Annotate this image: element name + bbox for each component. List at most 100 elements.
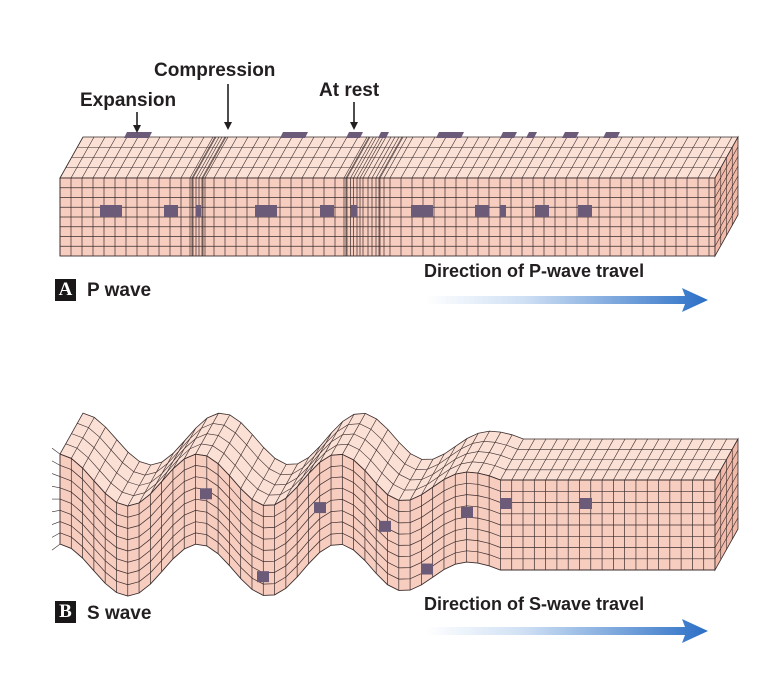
- s-top-grid-line: [82, 426, 106, 469]
- p-top-grid-line: [334, 136, 359, 179]
- s-top-grid-line: [183, 417, 208, 460]
- p-top-grid-line: [362, 136, 387, 179]
- s-top-grid-line: [613, 438, 637, 481]
- p-top-grid-line: [343, 136, 368, 179]
- s-marker-cell: [379, 520, 391, 532]
- s-top-grid-line: [104, 452, 129, 494]
- p-top-grid-line: [290, 136, 315, 179]
- p-top-marker-cell: [436, 132, 464, 138]
- p-top-grid-line: [675, 136, 700, 179]
- s-top-grid-line: [229, 434, 253, 476]
- s-top-grid-line: [488, 434, 513, 476]
- p-top-grid-line: [224, 136, 249, 179]
- s-marker-cell: [421, 563, 433, 575]
- s-top-grid-line: [567, 438, 592, 481]
- p-top-grid-line: [356, 136, 381, 179]
- s-marker-cell: [580, 498, 592, 509]
- s-top-grid-line: [342, 413, 366, 455]
- p-top-grid-line: [653, 136, 678, 179]
- s-edge-strand: [51, 447, 61, 455]
- s-top-grid-line: [319, 421, 344, 463]
- s-top-grid-line: [263, 464, 287, 506]
- p-top-grid-line: [422, 136, 447, 179]
- p-top-grid-line: [543, 136, 568, 179]
- s-top-grid-line: [556, 438, 581, 481]
- p-marker-cell: [500, 205, 506, 217]
- p-top-grid-line: [323, 136, 348, 179]
- s-top-grid-line: [511, 438, 535, 481]
- s-marker-cell: [461, 506, 473, 518]
- s-edge-strand: [51, 543, 61, 551]
- s-top-grid-line: [116, 461, 140, 503]
- panel-a-badge: A: [55, 279, 76, 301]
- p-top-grid-line: [158, 136, 183, 179]
- p-marker-cell: [411, 205, 433, 217]
- p-top-grid-line: [664, 136, 689, 179]
- p-top-grid-line: [383, 136, 408, 179]
- p-wave-block: [59, 132, 739, 258]
- p-top-grid-line: [204, 136, 229, 179]
- s-top-grid-line: [387, 453, 411, 495]
- p-top-marker-cell: [562, 132, 579, 138]
- p-top-marker-cell: [526, 132, 537, 138]
- p-top-grid-line: [708, 136, 733, 179]
- p-top-grid-line: [136, 136, 161, 179]
- s-top-grid-line: [522, 438, 547, 481]
- p-top-grid-line: [350, 136, 374, 179]
- s-marker-cell: [257, 571, 269, 583]
- s-top-grid-line: [195, 413, 219, 455]
- s-marker-cell: [200, 488, 212, 500]
- p-top-grid-line: [389, 136, 414, 179]
- p-top-grid-line: [359, 136, 384, 179]
- s-top-grid-line: [421, 453, 445, 496]
- p-top-grid-line: [346, 136, 371, 179]
- p-top-grid-line: [192, 136, 217, 179]
- s-top-grid-line: [330, 414, 355, 456]
- compression-label: Compression: [154, 60, 276, 81]
- p-top-grid-line: [191, 136, 216, 179]
- p-top-grid-line: [488, 136, 513, 179]
- s-top-grid-line: [545, 438, 569, 481]
- s-top-grid-line: [703, 438, 727, 481]
- s-top-grid-line: [240, 447, 264, 489]
- s-top-grid-line: [364, 429, 389, 471]
- p-top-marker-cell: [378, 132, 389, 138]
- s-top-grid-line: [150, 453, 174, 495]
- p-top-grid-line: [147, 136, 172, 179]
- s-top-grid-line: [579, 438, 603, 481]
- p-top-grid-line: [103, 136, 128, 179]
- p-top-grid-line: [81, 136, 106, 179]
- p-top-grid-line: [378, 136, 403, 179]
- p-top-grid-line: [631, 136, 656, 179]
- s-top-grid-line: [161, 440, 185, 482]
- p-top-grid-line: [70, 136, 95, 179]
- p-top-grid-line: [268, 136, 293, 179]
- p-top-grid-line: [312, 136, 337, 179]
- s-top-grid-line: [353, 418, 377, 461]
- expansion-pointer: [133, 112, 141, 133]
- p-top-grid-line: [114, 136, 139, 179]
- s-top-grid-line: [206, 414, 231, 457]
- s-wave-direction-label: Direction of S-wave travel: [424, 594, 645, 614]
- p-top-grid-line: [554, 136, 579, 179]
- p-top-marker-cell: [603, 132, 620, 138]
- p-top-grid-line: [697, 136, 722, 179]
- p-top-grid-line: [279, 136, 304, 179]
- s-top-grid-line: [534, 438, 558, 481]
- p-wave-direction-arrow: [425, 288, 708, 312]
- p-marker-cell: [475, 205, 489, 217]
- p-top-grid-line: [213, 136, 238, 179]
- p-top-grid-line: [532, 136, 557, 179]
- s-top-grid-line: [658, 438, 682, 481]
- s-top-grid-line: [296, 445, 321, 488]
- p-marker-cell: [100, 205, 122, 217]
- s-top-grid-line: [285, 457, 310, 499]
- p-top-grid-line: [202, 136, 227, 179]
- p-top-grid-line: [345, 136, 370, 179]
- p-top-grid-line: [235, 136, 260, 179]
- s-top-grid-line: [692, 438, 716, 481]
- p-top-grid-line: [198, 136, 223, 179]
- s-top-grid-line: [590, 438, 615, 481]
- expansion-label: Expansion: [80, 90, 177, 111]
